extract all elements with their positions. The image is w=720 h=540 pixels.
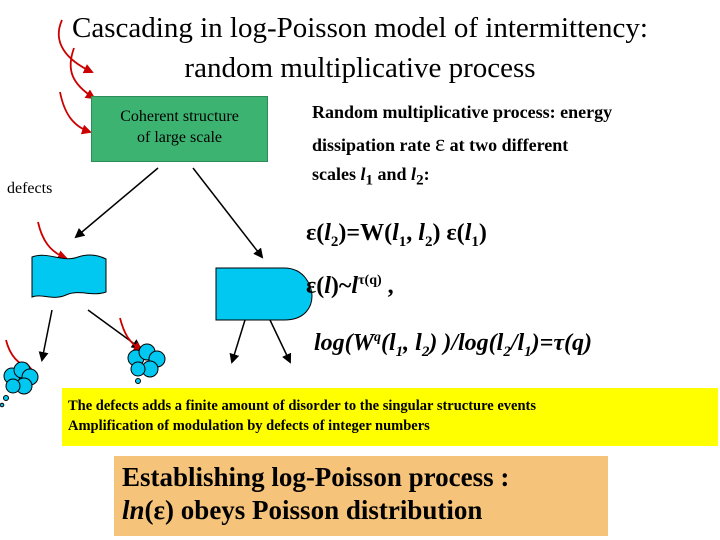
small-cloud-left	[0, 361, 39, 408]
cascade-arrow-right	[192, 167, 264, 259]
coherent-structure-box: Coherent structure of large scale	[91, 96, 268, 162]
description-line-2: dissipation rate ε at two different	[312, 131, 569, 157]
title-line-2: random multiplicative process	[184, 52, 536, 84]
cascade-arrow-left	[74, 167, 159, 239]
equation-tau-definition: log(Wq(l1, l2) )/log(l2/l1)=τ(q)	[314, 330, 592, 360]
cascade-arrow-right-left	[229, 319, 246, 364]
conclusion-line-1: Establishing log-Poisson process :	[122, 462, 510, 492]
cascade-arrow-right-right	[269, 319, 292, 364]
defect-arrow-bottom-mid	[119, 317, 144, 351]
defect-arrow-title-2	[69, 47, 96, 100]
note-line-1: The defects adds a finite amount of diso…	[68, 398, 537, 414]
note-line-2: Amplification of modulation by defects o…	[68, 418, 430, 434]
wavy-flag-shape	[31, 254, 107, 298]
description-line-3: scales l1 and l2:	[312, 164, 430, 189]
coherent-line-1: Coherent structure	[120, 108, 239, 125]
coherent-line-2: of large scale	[137, 129, 222, 146]
title-line-1: Cascading in log-Poisson model of interm…	[72, 12, 648, 44]
conclusion-box: Establishing log-Poisson process : ln(ε)…	[114, 456, 608, 536]
defect-arrow-flag	[37, 221, 68, 260]
defect-arrow-title-1	[57, 19, 94, 74]
process-description: Random multiplicative process: energy di…	[312, 96, 717, 194]
defects-label: defects	[7, 180, 53, 197]
defects-note-box: The defects adds a finite amount of diso…	[62, 388, 718, 446]
description-line-1: Random multiplicative process: energy	[312, 102, 613, 122]
d-shape	[215, 267, 313, 321]
conclusion-line-2: ln(ε) obeys Poisson distribution	[122, 495, 483, 525]
equation-power-law: ε(l)~lτ(q) ,	[306, 273, 394, 299]
cascade-arrow-left-down	[38, 309, 53, 362]
equation-scaling-relation: ε(l2)=W(l1, l2) ε(l1)	[306, 220, 487, 250]
epsilon-symbol: ε	[435, 131, 446, 157]
defect-arrow-coherent	[59, 91, 92, 135]
small-cloud-middle	[127, 343, 166, 384]
slide-title: Cascading in log-Poisson model of interm…	[0, 8, 720, 88]
